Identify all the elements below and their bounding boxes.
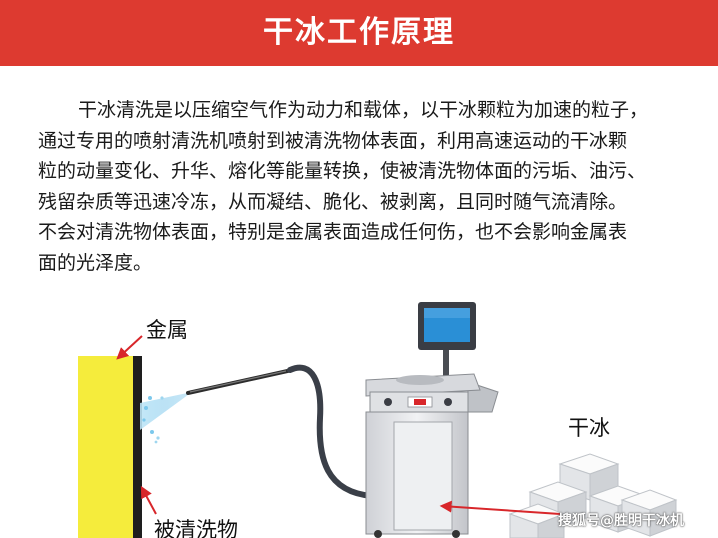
- hose: [287, 364, 375, 499]
- description-line: 粒的动量变化、升华、熔化等能量转换，使被清洗物体面的污垢、油污、: [38, 160, 647, 182]
- metal-block: [78, 356, 142, 538]
- cleaned-object-label: 被清洗物: [154, 518, 238, 538]
- object-pointer-arrow: [140, 485, 157, 515]
- cleaning-machine: [365, 302, 499, 538]
- metal-pointer-arrow: [116, 335, 143, 360]
- dry-ice-cleaning-illustration: [78, 302, 678, 538]
- description-line: 面的光泽度。: [38, 251, 153, 274]
- dry-ice-cubes: [508, 453, 678, 538]
- description-line: 通过专用的喷射清洗机喷射到被清洗物体表面，利用高速运动的干冰颗: [38, 129, 628, 152]
- title-banner: 干冰工作原理: [0, 0, 718, 66]
- description-paragraph: 干冰清洗是以压缩空气作为动力和载体，以干冰颗粒为加速的粒子， 通过专用的喷射清洗…: [38, 95, 698, 278]
- page-title: 干冰工作原理: [263, 15, 455, 50]
- spray-gun: [186, 368, 294, 395]
- description-line: 不会对清洗物体表面，特别是金属表面造成任何伤，也不会影响金属表: [38, 221, 628, 243]
- description-line: 残留杂质等迅速冷冻，从而凝结、脆化、被剥离，且同时随气流清除。: [38, 190, 628, 213]
- dry-ice-label: 干冰: [568, 416, 610, 440]
- metal-label: 金属: [146, 318, 188, 342]
- spray-jet: [140, 392, 192, 444]
- description-line: 干冰清洗是以压缩空气作为动力和载体，以干冰颗粒为加速的粒子，: [78, 99, 649, 121]
- watermark: 搜狐号@胜明干冰机: [558, 513, 684, 529]
- dry-ice-pointer-arrow: [439, 500, 561, 515]
